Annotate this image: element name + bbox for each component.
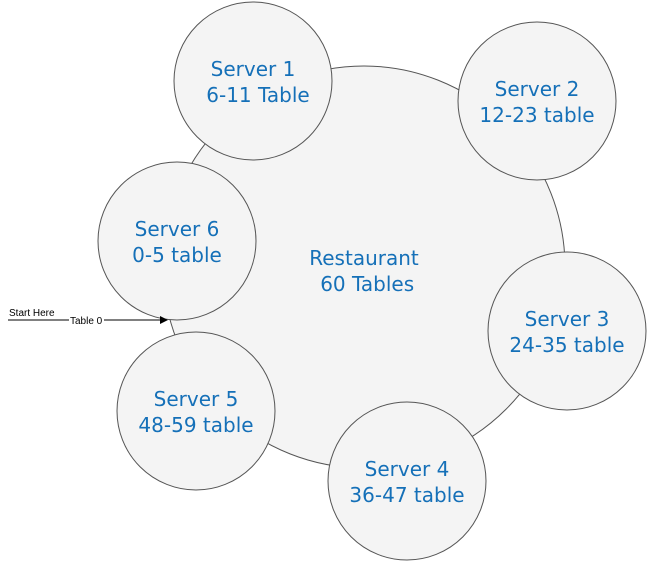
server-2-name: Server 2	[495, 77, 580, 101]
restaurant-table-count: 60 Tables	[314, 272, 414, 296]
server-1-node[interactable]: Server 1 6-11 Table	[173, 1, 333, 161]
server-6-tables: 0-5 table	[132, 243, 222, 267]
server-3-name: Server 3	[525, 307, 610, 331]
server-2-node[interactable]: Server 2 12-23 table	[457, 21, 617, 181]
start-here-label: Start Here	[9, 308, 55, 319]
table-0-label: Table 0	[70, 316, 103, 327]
server-1-tables: 6-11 Table	[206, 83, 309, 107]
server-1-name: Server 1	[211, 57, 296, 81]
server-6-node[interactable]: Server 6 0-5 table	[97, 161, 257, 321]
server-4-name: Server 4	[365, 457, 450, 481]
server-5-node[interactable]: Server 5 48-59 table	[116, 331, 276, 491]
edge-label-background	[69, 315, 104, 326]
server-4-tables: 36-47 table	[349, 483, 464, 507]
server-3-node[interactable]: Server 3 24-35 table	[487, 251, 647, 411]
server-3-tables: 24-35 table	[509, 333, 624, 357]
server-5-tables: 48-59 table	[138, 413, 253, 437]
server-2-tables: 12-23 table	[479, 103, 594, 127]
server-5-name: Server 5	[154, 387, 239, 411]
restaurant-title: Restaurant	[309, 246, 419, 270]
server-4-node[interactable]: Server 4 36-47 table	[327, 401, 487, 561]
server-6-name: Server 6	[135, 217, 220, 241]
start-arrow: Start Here Table 0	[8, 308, 168, 327]
